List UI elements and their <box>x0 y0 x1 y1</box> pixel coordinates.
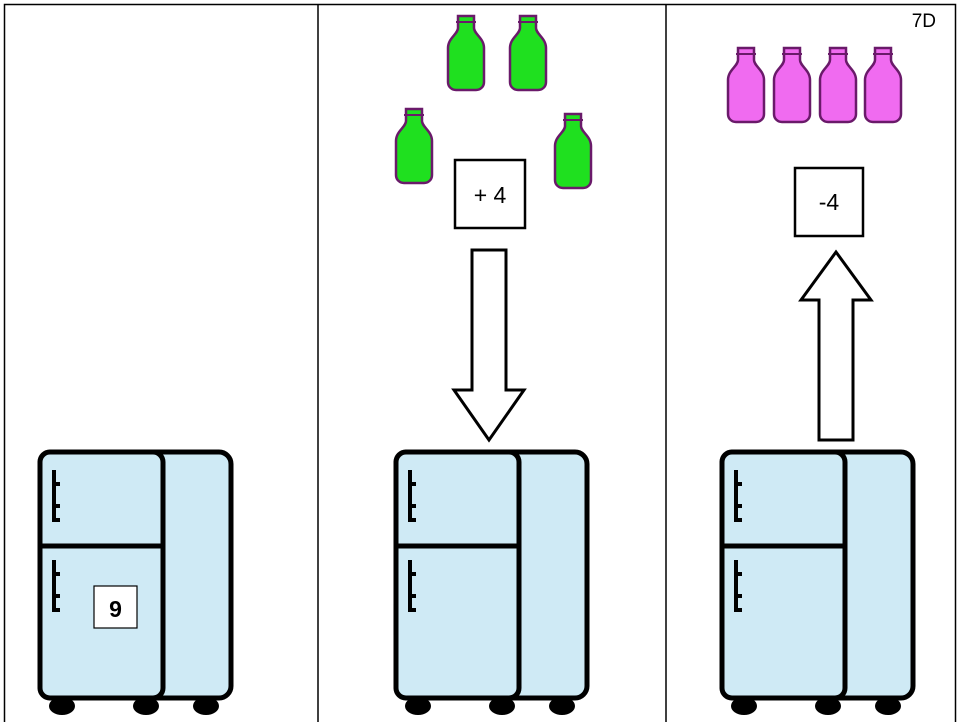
operation-label: -4 <box>819 189 840 215</box>
fridge-icon <box>722 452 913 715</box>
arrow-down-icon <box>451 248 527 443</box>
page-label: 7D <box>912 11 936 32</box>
fridge-count-box <box>93 585 138 629</box>
panel-remove: -4 <box>722 46 913 715</box>
fridge-icon <box>40 452 231 715</box>
fridge-count-label: 9 <box>109 596 122 622</box>
milk-bottle-icon <box>394 107 434 185</box>
operation-label: + 4 <box>474 182 507 208</box>
page-border <box>3 3 957 722</box>
milk-bottle-icon <box>772 46 812 124</box>
milk-bottle-icon <box>446 14 486 92</box>
arrow-up-icon <box>798 249 874 442</box>
milk-bottle-icon <box>863 46 903 124</box>
milk-bottle-icon <box>726 46 766 124</box>
fridge-icon <box>396 452 587 715</box>
panel-grid <box>3 3 957 722</box>
operation-box <box>793 166 865 238</box>
operation-box <box>453 158 527 230</box>
milk-bottle-icon <box>818 46 858 124</box>
milk-bottle-icon <box>553 112 593 190</box>
panel-add: + 4 <box>394 14 593 715</box>
panel-start: 9 <box>40 452 231 715</box>
milk-bottle-icon <box>508 14 548 92</box>
